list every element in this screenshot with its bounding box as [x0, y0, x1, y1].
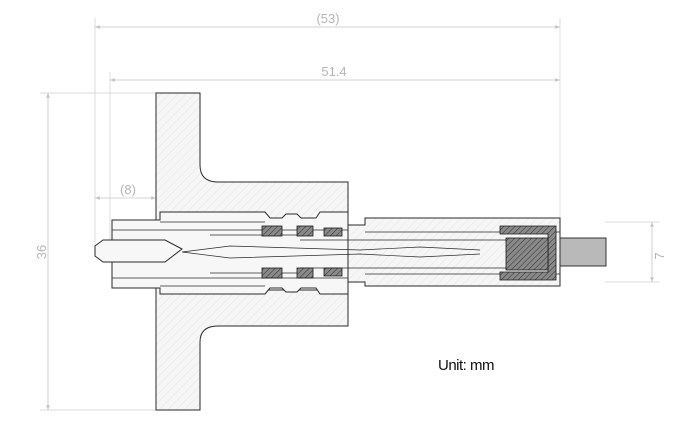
front-shell [111, 211, 349, 295]
crimp-sleeve [499, 225, 557, 281]
dimension-body-length: 51.4 [109, 64, 560, 240]
dimension-cable-diameter: 7 [605, 221, 667, 283]
contact-pin [94, 239, 183, 263]
flange-offset-label: (8) [120, 182, 136, 197]
dimension-flange-offset: (8) [95, 182, 156, 200]
seals [261, 225, 343, 279]
cable [559, 237, 607, 267]
flange-height-label: 36 [34, 245, 49, 259]
center-conductor [181, 245, 481, 253]
body-length-label: 51.4 [321, 64, 346, 79]
dimension-overall-length: (53) [94, 11, 561, 245]
crimp-sleeve-inner [505, 237, 549, 271]
dimension-flange-height: 36 [34, 92, 156, 411]
cable-diameter-label: 7 [652, 252, 667, 259]
unit-label: Unit: mm [438, 357, 494, 374]
overall-length-label: (53) [316, 11, 339, 26]
